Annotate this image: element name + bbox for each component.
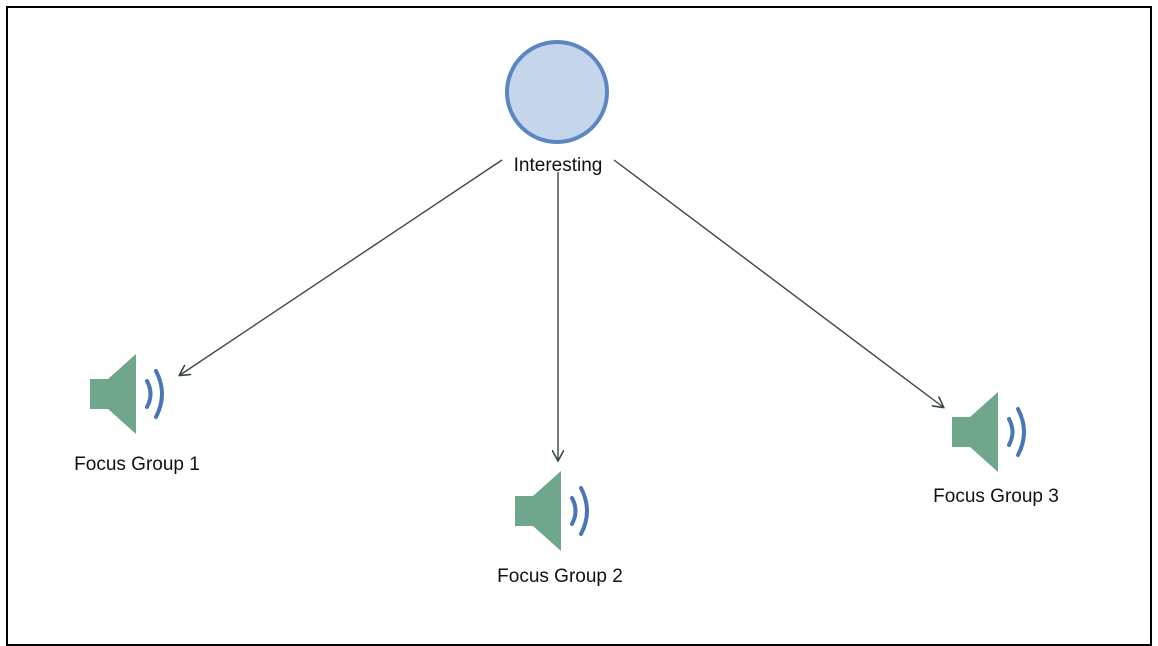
edge-interesting-to-fg1[interactable] xyxy=(180,159,503,375)
speaker-icon[interactable] xyxy=(515,471,589,551)
node-label-interesting: Interesting xyxy=(513,155,603,176)
speaker-icon[interactable] xyxy=(90,354,164,434)
diagram-canvas: Interesting Focus Group 1 Focus Group 2 … xyxy=(6,6,1152,646)
circle-code-icon[interactable] xyxy=(505,40,609,144)
node-label-focus-group-3: Focus Group 3 xyxy=(933,486,1059,507)
node-label-focus-group-2: Focus Group 2 xyxy=(497,566,623,587)
speaker-icon[interactable] xyxy=(952,392,1026,472)
edge-interesting-to-fg3[interactable] xyxy=(613,159,943,407)
diagram-svg xyxy=(90,40,1026,551)
node-label-focus-group-1: Focus Group 1 xyxy=(74,454,200,475)
